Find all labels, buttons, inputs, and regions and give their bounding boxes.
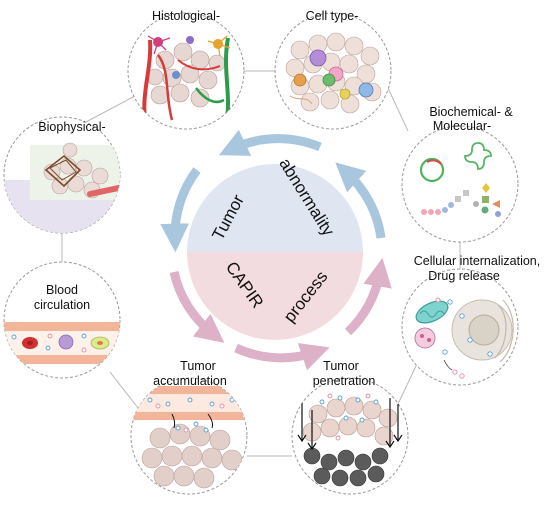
label-internalization-line1: Cellular internalization,	[414, 254, 540, 268]
label-accumulation-line1: Tumor	[180, 359, 216, 373]
center-top-half	[187, 164, 363, 252]
cycle-arrows	[160, 129, 392, 371]
label-blood-line2: circulation	[34, 298, 90, 312]
node-labels: Histological- Cell type- Biochemical- & …	[34, 9, 540, 388]
label-blood-line1: Blood	[46, 283, 78, 297]
arrow-pink-left	[169, 270, 225, 343]
center-bottom-half	[187, 252, 363, 340]
label-biochemical-line1: Biochemical- &	[429, 105, 513, 119]
histological-illustration	[142, 35, 231, 126]
arrow-blue-left	[160, 167, 201, 253]
label-penetration-line2: penetration	[313, 374, 376, 388]
connector-lines	[61, 70, 461, 457]
accumulation-illustration	[131, 386, 247, 489]
label-biophysical: Biophysical-	[38, 120, 105, 134]
cell-type-illustration	[285, 32, 382, 114]
blood-circulation-illustration	[4, 322, 120, 364]
arrow-pink-right	[344, 257, 392, 336]
arrow-blue-right	[335, 162, 386, 239]
label-penetration-line1: Tumor	[323, 359, 359, 373]
label-cell-type: Cell type-	[306, 9, 359, 23]
label-internalization-line2: Drug release	[428, 269, 500, 283]
penetration-illustration	[297, 393, 403, 487]
biochemical-illustration	[419, 142, 501, 217]
label-biochemical-line2: Molecular-	[433, 119, 491, 133]
biochemical-circle	[401, 125, 519, 243]
arrow-blue-top	[218, 129, 322, 156]
label-histological: Histological-	[152, 9, 220, 23]
label-accumulation-line2: accumulation	[153, 374, 227, 388]
arrow-pink-bottom	[234, 343, 330, 371]
internalization-illustration	[414, 297, 514, 379]
center-circle: Tumor abnormality CAPIR process	[187, 155, 363, 340]
